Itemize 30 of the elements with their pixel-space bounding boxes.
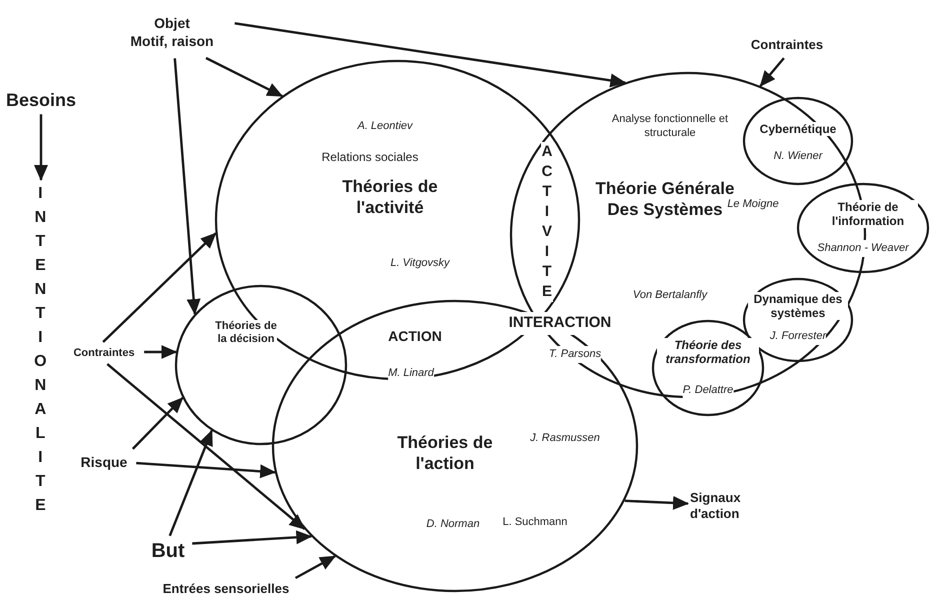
arrow — [174, 58, 201, 315]
author-name: M. Linard — [388, 365, 434, 382]
arrow — [294, 555, 336, 580]
arrow — [132, 396, 184, 450]
theory-title: Dynamique des systèmes — [748, 292, 848, 320]
vertical-label: ACTIVITE — [541, 142, 553, 302]
arrow — [144, 345, 178, 359]
arrow — [136, 462, 276, 478]
author-name: Shannon - Weaver — [817, 240, 909, 256]
theory-title: Cybernétique — [760, 122, 836, 136]
arrow — [234, 22, 626, 88]
region-label: INTERACTION — [508, 312, 612, 334]
arrow — [192, 530, 312, 545]
author-name: Von Bertalanfly — [632, 287, 708, 304]
author-name: P. Delattre — [682, 382, 734, 398]
author-name: L. Vitgovsky — [390, 255, 450, 272]
theory-ellipse — [797, 183, 929, 273]
arrow — [624, 496, 689, 510]
arrow — [106, 363, 306, 530]
arrow — [102, 232, 217, 343]
theory-ellipse — [175, 285, 347, 445]
author-name: T. Parsons — [548, 346, 602, 362]
author-name: Le Moigne — [727, 196, 779, 212]
arrow — [168, 430, 213, 536]
arrow — [759, 57, 785, 87]
arrow — [34, 114, 48, 181]
author-name: J. Forrester — [770, 328, 826, 344]
arrow — [205, 56, 284, 98]
theory-title: Théorie des transformation — [657, 338, 759, 366]
theory-ellipse — [652, 320, 764, 416]
